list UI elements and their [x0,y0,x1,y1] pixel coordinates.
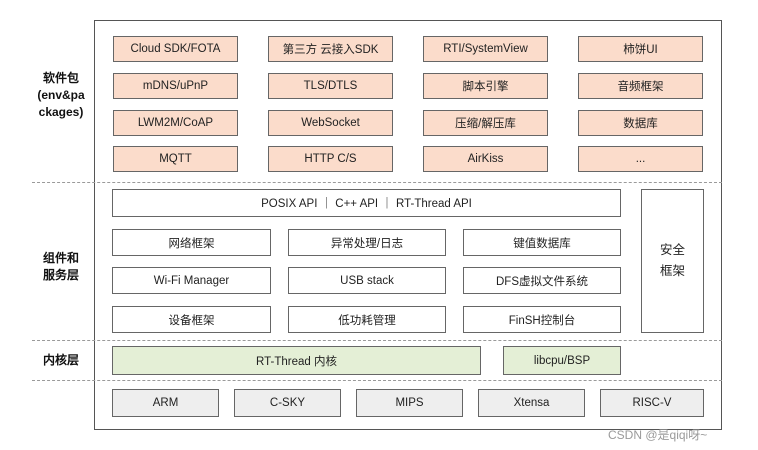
packages-label-line1: 软件包 [42,71,79,85]
api-box: POSIX API ｜ C++ API ｜ RT-Thread API [112,189,621,217]
package-box: mDNS/uPnP [113,73,238,99]
package-box: WebSocket [268,110,393,136]
services-label-line2: 服务层 [42,268,79,282]
watermark: CSDN @是qiqi呀~ [608,428,708,442]
package-box: ... [578,146,703,172]
services-label-line1: 组件和 [42,251,79,265]
arch-box: ARM [112,389,219,417]
package-box: LWM2M/CoAP [113,110,238,136]
arch-box: Xtensa [478,389,585,417]
package-box: 压缩/解压库 [423,110,548,136]
separator-kernel-arch [32,380,722,381]
service-box: 键值数据库 [463,229,621,256]
arch-box: C-SKY [234,389,341,417]
kernel-core-box: RT-Thread 内核 [112,346,481,375]
package-box: 数据库 [578,110,703,136]
services-layer-label: 组件和 服务层 [30,250,92,284]
service-box: 异常处理/日志 [288,229,446,256]
package-box: HTTP C/S [268,146,393,172]
package-box: RTI/SystemView [423,36,548,62]
service-box: DFS虚拟文件系统 [463,267,621,294]
service-box: 设备框架 [112,306,271,333]
package-box: 第三方 云接入SDK [268,36,393,62]
architecture-frame [94,20,722,430]
service-box: USB stack [288,267,446,294]
packages-label-line2: (env&pa [37,88,85,102]
kernel-bsp-box: libcpu/BSP [503,346,621,375]
package-box: AirKiss [423,146,548,172]
package-box: 柿饼UI [578,36,703,62]
service-box: 低功耗管理 [288,306,446,333]
arch-box: RISC-V [600,389,704,417]
separator-packages-services [32,182,722,183]
kernel-label-text: 内核层 [42,353,79,367]
packages-label-line3: ckages) [38,105,84,119]
package-box: TLS/DTLS [268,73,393,99]
package-box: MQTT [113,146,238,172]
arch-box: MIPS [356,389,463,417]
package-box: 音频框架 [578,73,703,99]
security-framework-box: 安全 框架 [641,189,704,333]
security-line2: 框架 [659,264,685,278]
security-line1: 安全 [659,243,685,257]
kernel-layer-label: 内核层 [30,352,92,369]
service-box: FinSH控制台 [463,306,621,333]
package-box: Cloud SDK/FOTA [113,36,238,62]
packages-layer-label: 软件包 (env&pa ckages) [30,70,92,121]
service-box: 网络框架 [112,229,271,256]
separator-services-kernel [32,340,722,341]
service-box: Wi-Fi Manager [112,267,271,294]
package-box: 脚本引擎 [423,73,548,99]
